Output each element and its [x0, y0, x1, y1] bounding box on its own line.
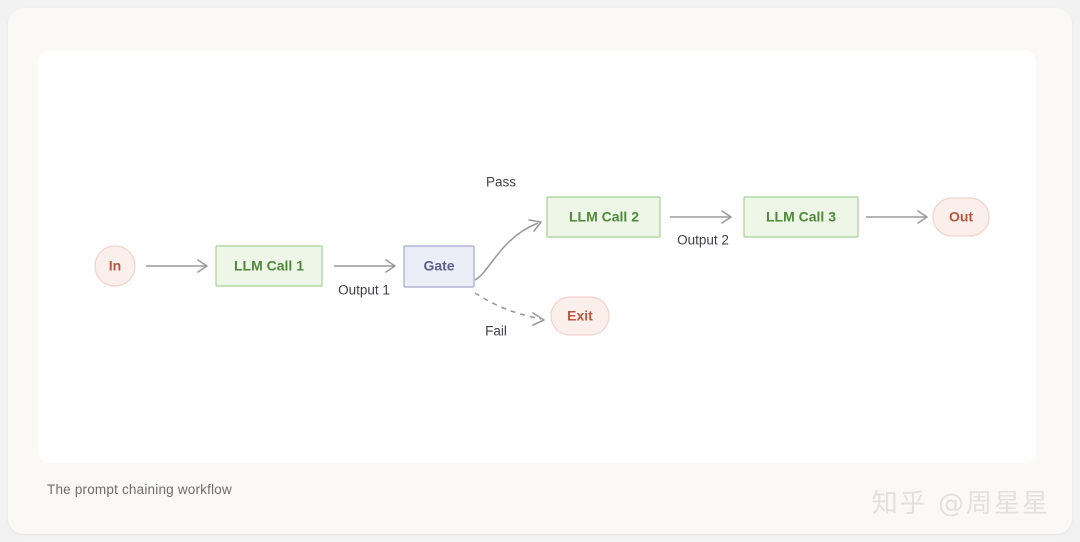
- edge-llm3-to-out: [866, 210, 928, 224]
- node-llm-call-3-shape[interactable]: [743, 196, 859, 238]
- edge-llm1-to-gate: Output 1: [334, 259, 396, 298]
- zhihu-watermark: 知乎 @周星星: [871, 489, 1050, 519]
- node-exit-shape[interactable]: [550, 296, 610, 336]
- node-out[interactable]: Out: [932, 197, 990, 237]
- edge-in-to-llm1: [146, 259, 208, 273]
- arrowhead-icon: [917, 210, 928, 224]
- node-llm-call-2-label: LLM Call 2: [569, 209, 639, 225]
- edge-label-fail: Fail: [485, 324, 507, 339]
- node-out-shape[interactable]: [932, 197, 990, 237]
- figure-caption: The prompt chaining workflow: [47, 482, 232, 497]
- edge-curve-fail: [474, 292, 542, 320]
- node-llm-call-3-label: LLM Call 3: [766, 209, 836, 225]
- edge-label-output-2: Output 2: [677, 233, 729, 248]
- node-exit-label: Exit: [567, 308, 593, 324]
- arrowhead-icon: [197, 259, 208, 273]
- arrowhead-icon: [385, 259, 396, 273]
- node-gate[interactable]: Gate: [403, 245, 475, 288]
- edge-gate-to-llm2: Pass: [474, 175, 542, 281]
- node-in-shape[interactable]: [94, 245, 136, 287]
- node-in[interactable]: In: [94, 245, 136, 287]
- node-llm-call-2[interactable]: LLM Call 2: [546, 196, 661, 238]
- node-llm-call-1-label: LLM Call 1: [234, 258, 304, 274]
- edge-label-pass: Pass: [486, 175, 516, 190]
- node-llm-call-1[interactable]: LLM Call 1: [215, 245, 323, 287]
- node-out-label: Out: [949, 209, 973, 225]
- edge-llm2-to-llm3: Output 2: [670, 210, 732, 248]
- node-in-label: In: [109, 258, 121, 274]
- node-llm-call-2-shape[interactable]: [546, 196, 661, 238]
- node-llm-call-3[interactable]: LLM Call 3: [743, 196, 859, 238]
- edge-curve-pass: [474, 222, 539, 281]
- node-gate-label: Gate: [423, 258, 454, 274]
- node-llm-call-1-shape[interactable]: [215, 245, 323, 287]
- edge-gate-to-exit: Fail: [474, 292, 545, 339]
- arrowhead-icon: [528, 219, 542, 232]
- node-exit[interactable]: Exit: [550, 296, 610, 336]
- figure-card: Output 1 Pass Fail O: [8, 8, 1072, 534]
- arrowhead-icon: [532, 312, 545, 326]
- edge-label-output-1: Output 1: [338, 283, 390, 298]
- arrowhead-icon: [721, 210, 732, 224]
- diagram-panel: Output 1 Pass Fail O: [38, 50, 1036, 463]
- node-gate-shape[interactable]: [403, 245, 475, 288]
- workflow-diagram: Output 1 Pass Fail O: [94, 175, 990, 339]
